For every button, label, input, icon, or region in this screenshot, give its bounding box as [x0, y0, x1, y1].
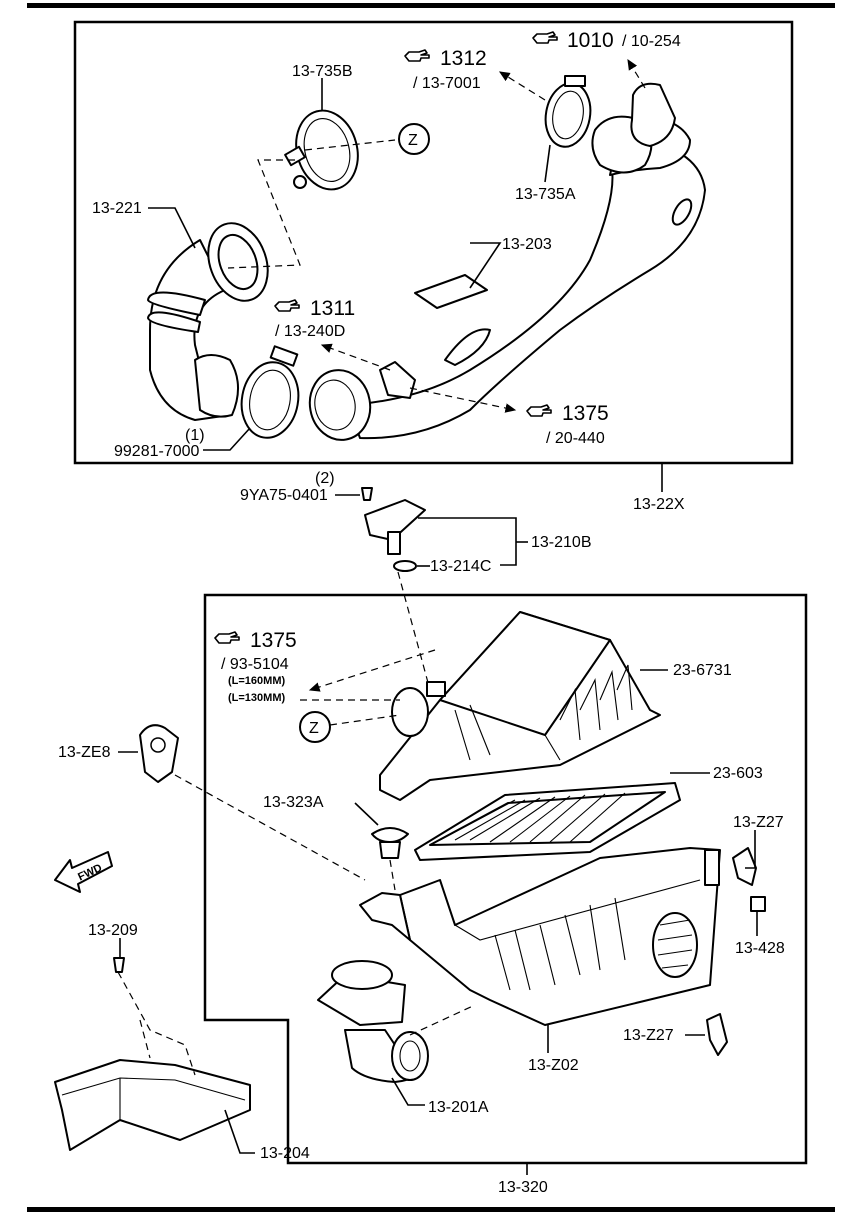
- ref-1312-num: 1312: [440, 47, 487, 70]
- rivet-illustration: [113, 957, 125, 973]
- ref-1311-num: 1311: [310, 297, 355, 320]
- ref-1375-note-130: (L=130MM): [228, 692, 285, 704]
- ref-1312[interactable]: 1312 / 13-7001: [404, 47, 487, 92]
- ref-1010[interactable]: 1010 / 10-254: [532, 29, 681, 52]
- label-13-22x: 13-22X: [633, 496, 685, 513]
- label-99281-7000: 99281-7000: [114, 443, 200, 460]
- label-13-214c: 13-214C: [430, 558, 491, 575]
- label-qty-2: (2): [315, 470, 335, 487]
- ref-hand-icon: [404, 49, 430, 62]
- ref-1375-upper[interactable]: 1375 / 20-440: [526, 402, 609, 447]
- ref-1375-sub: / 20-440: [546, 430, 605, 447]
- clamp-99281-illustration: [240, 345, 300, 439]
- duct-group-box: [73, 20, 794, 465]
- clamp-13-735b-illustration: [284, 109, 359, 191]
- ref-1375-lower-sub: / 93-5104: [221, 656, 289, 673]
- ref-1010-num: 1010: [567, 29, 614, 52]
- label-13-209: 13-209: [88, 922, 138, 939]
- grommet-illustration: [371, 827, 409, 859]
- duct-end-illustration: [308, 369, 372, 441]
- ref-hand-icon: [532, 31, 558, 44]
- label-qty-1: (1): [185, 427, 205, 444]
- bracket-hole: [150, 737, 166, 753]
- zone-z-label-lower: Z: [309, 720, 319, 737]
- label-13-204: 13-204: [260, 1145, 310, 1162]
- ref-hand-icon: [274, 299, 300, 312]
- filter-element-illustration: [414, 782, 681, 861]
- zone-z-marker-lower: [299, 711, 331, 743]
- ref-1375-lower[interactable]: 1375 / 93-5104 (L=160MM) (L=130MM): [214, 629, 297, 704]
- nut-illustration: [750, 896, 766, 912]
- label-13-735a: 13-735A: [515, 186, 576, 203]
- ref-hand-icon: [526, 404, 552, 417]
- label-13-428: 13-428: [735, 940, 785, 957]
- label-13-ze8: 13-ZE8: [58, 744, 111, 761]
- ref-1312-sub: / 13-7001: [413, 75, 481, 92]
- top-rule: [27, 3, 835, 8]
- ref-1311-sub: / 13-240D: [275, 323, 345, 340]
- hose-13-221-illustration: [147, 222, 269, 421]
- label-9ya75-0401: 9YA75-0401: [240, 487, 328, 504]
- ref-hand-icon: [214, 631, 240, 644]
- label-23-6731: 23-6731: [673, 662, 732, 679]
- label-13-z02: 13-Z02: [528, 1057, 579, 1074]
- air-duct-illustration: [347, 82, 706, 440]
- bracket-illustration: [139, 724, 179, 783]
- ref-1311[interactable]: 1311 / 13-240D: [274, 297, 355, 340]
- ref-1010-sub: / 10-254: [622, 33, 681, 50]
- label-13-201a: 13-201A: [428, 1099, 489, 1116]
- zone-z-marker-upper: [398, 123, 430, 155]
- clip-bottom-illustration: [706, 1013, 728, 1056]
- cleaner-group-box: [203, 593, 808, 1165]
- zone-z-label-upper: Z: [408, 132, 418, 149]
- sensor-illustration: [361, 487, 426, 572]
- ref-1375-note-160: (L=160MM): [228, 675, 285, 687]
- fwd-arrow-icon: FWD: [54, 851, 113, 893]
- heat-shield-illustration: [54, 1059, 251, 1151]
- label-23-603: 23-603: [713, 765, 763, 782]
- label-plate-illustration: [414, 274, 488, 309]
- intake-duct-illustration: [317, 960, 429, 1083]
- ref-1375-lower-num: 1375: [250, 629, 297, 652]
- label-13-735b: 13-735B: [292, 63, 353, 80]
- clip-top-illustration: [732, 847, 757, 886]
- label-13-z27-top: 13-Z27: [733, 814, 784, 831]
- label-13-320: 13-320: [498, 1179, 548, 1196]
- cleaner-case-illustration: [359, 847, 721, 1026]
- label-13-203: 13-203: [502, 236, 552, 253]
- label-13-323a: 13-323A: [263, 794, 324, 811]
- label-13-z27-bottom: 13-Z27: [623, 1027, 674, 1044]
- label-13-210b: 13-210B: [531, 534, 592, 551]
- cleaner-cover-illustration: [379, 611, 661, 801]
- ref-1375-num: 1375: [562, 402, 609, 425]
- clamp-13-735a-illustration: [544, 75, 592, 148]
- label-13-221: 13-221: [92, 200, 142, 217]
- bottom-rule: [27, 1207, 835, 1212]
